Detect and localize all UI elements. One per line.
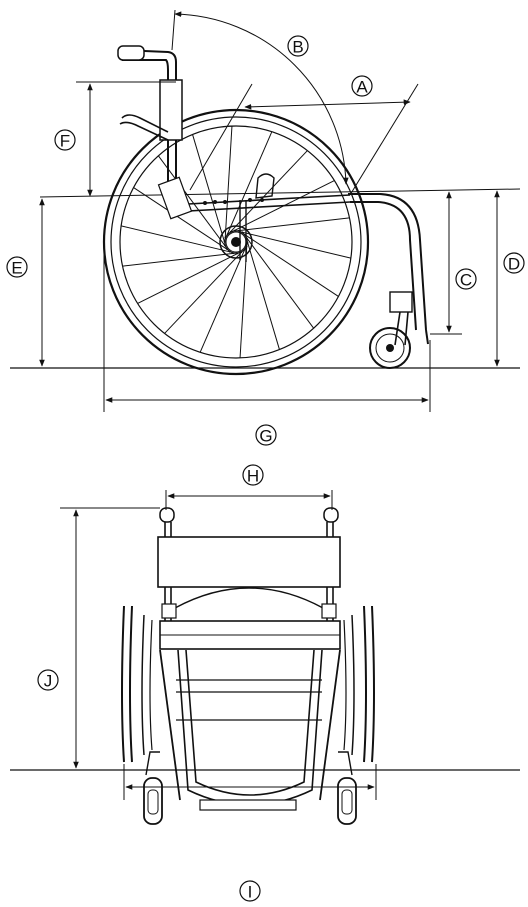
dimension-j [60, 507, 160, 769]
wheel-spoke [199, 241, 249, 353]
dimension-h [165, 490, 333, 510]
backrest-frame [117, 45, 183, 200]
side-view [10, 9, 521, 412]
wheel-spoke [229, 217, 350, 233]
front-left-wheel [121, 605, 163, 825]
label-i: I [239, 880, 261, 902]
wheel-spoke [226, 180, 335, 235]
dimension-f [76, 81, 176, 197]
label-b: B [287, 35, 309, 57]
label-c: C [455, 268, 477, 290]
wheel-spoke [164, 245, 248, 334]
wheel-spoke [122, 251, 243, 267]
wheel-spoke [137, 249, 246, 304]
label-a-text: A [356, 78, 368, 97]
wheel-spoke [223, 131, 273, 243]
label-g: G [255, 424, 277, 446]
dimension-g [103, 250, 431, 412]
wheel-spoke [241, 231, 315, 329]
wheel-spoke [233, 229, 351, 259]
label-g-text: G [259, 427, 272, 446]
label-b-text: B [292, 38, 303, 57]
label-d-text: D [508, 255, 520, 274]
wheel-spoke [192, 134, 228, 250]
label-h-text: H [247, 467, 259, 486]
wheel-spoke [224, 150, 308, 239]
dimension-a [189, 83, 419, 196]
label-h: H [242, 464, 264, 486]
seat-frame [157, 173, 427, 331]
label-e-text: E [11, 259, 22, 278]
dimension-b [171, 9, 349, 185]
wheel-spoke [237, 229, 339, 297]
label-f: F [54, 129, 76, 151]
dimension-i [123, 764, 377, 800]
wheel-spoke [133, 187, 235, 255]
front-right-wheel [337, 605, 375, 825]
front-caster [369, 291, 429, 369]
rear-wheel [102, 108, 370, 376]
label-a: A [351, 75, 373, 97]
label-j-text: J [44, 672, 53, 691]
dimension-c [430, 191, 462, 335]
label-j: J [37, 669, 59, 691]
label-d: D [503, 252, 525, 274]
label-e: E [6, 256, 28, 278]
label-f-text: F [60, 132, 70, 151]
label-c-text: C [460, 271, 472, 290]
wheel-spoke [244, 234, 280, 350]
wheel-spoke [121, 225, 239, 255]
front-view [10, 490, 520, 825]
label-i-text: I [248, 883, 253, 902]
